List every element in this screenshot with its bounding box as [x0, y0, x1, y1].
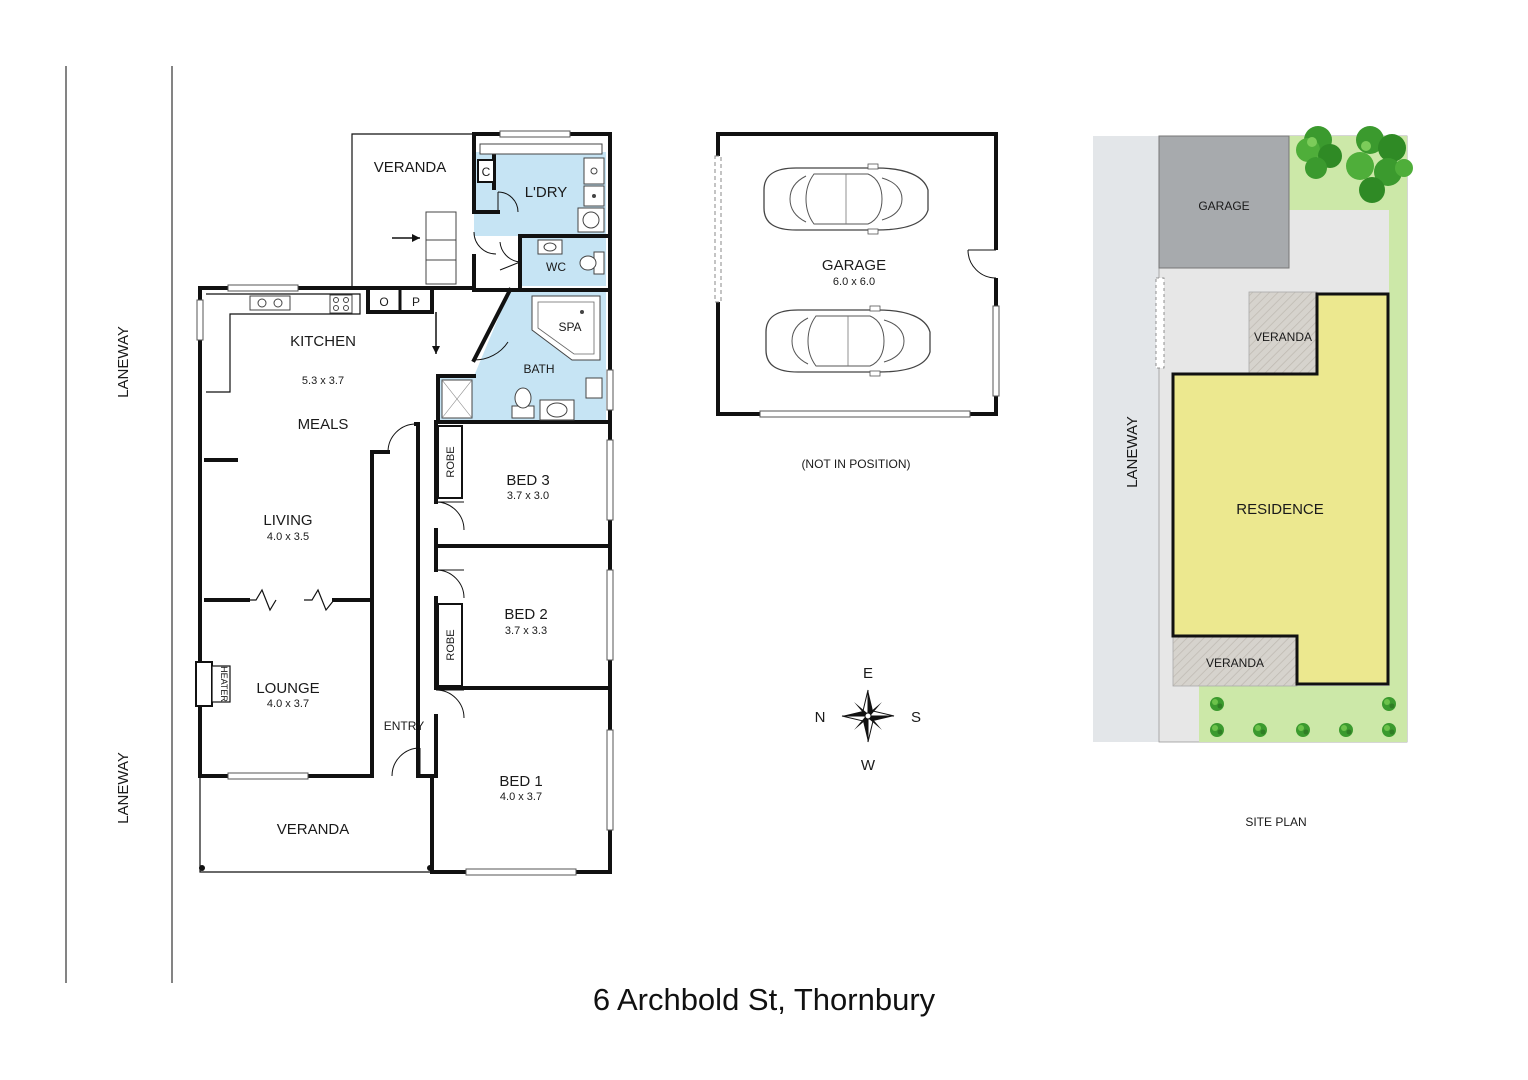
bed1-dimensions: 4.0 x 3.7 — [500, 791, 542, 803]
garage-label: GARAGE — [822, 257, 886, 274]
laneway-label: LANEWAY — [115, 752, 132, 824]
living-dimensions: 4.0 x 3.5 — [267, 531, 309, 543]
compass-east: E — [863, 665, 873, 682]
lounge-label: LOUNGE — [256, 680, 319, 697]
site-veranda-top-label: VERANDA — [1254, 330, 1312, 344]
site-laneway-label: LANEWAY — [1124, 416, 1141, 488]
shrub-icon — [1253, 723, 1267, 737]
robe-label: ROBE — [445, 446, 457, 477]
site-garage-label: GARAGE — [1198, 199, 1249, 213]
spa-label: SPA — [558, 320, 581, 334]
compass: E W N S — [815, 665, 921, 774]
wc-label: WC — [546, 260, 566, 274]
robe-label: ROBE — [445, 629, 457, 660]
shrub-icon — [1382, 697, 1396, 711]
shrub-icon — [1339, 723, 1353, 737]
veranda-top-label: VERANDA — [374, 159, 447, 176]
bed3-label: BED 3 — [506, 472, 549, 489]
pantry-o-label: O — [379, 295, 388, 309]
site-plan-label: SITE PLAN — [1245, 815, 1306, 829]
site-residence — [1171, 292, 1390, 686]
shrub-icon — [1382, 723, 1396, 737]
site-garage — [1158, 135, 1290, 269]
compass-west: W — [861, 757, 876, 774]
garage-plan: GARAGE 6.0 x 6.0 (NOT IN POSITION) — [714, 132, 1000, 471]
page-title: 6 Archbold St, Thornbury — [593, 982, 936, 1017]
shrub-icon — [1210, 697, 1224, 711]
living-label: LIVING — [263, 512, 312, 529]
compass-rose-icon — [841, 689, 895, 743]
shrub-icon — [1296, 723, 1310, 737]
floor-plan: VERANDA L'DRY C WC O P KITCHEN 5.3 x 3.7… — [195, 130, 614, 876]
cupboard-label: C — [482, 165, 491, 179]
meals-label: MEALS — [298, 416, 349, 433]
entry-label: ENTRY — [384, 719, 424, 733]
bath-label: BATH — [523, 362, 554, 376]
garage-dimensions: 6.0 x 6.0 — [833, 276, 875, 288]
pantry-p-label: P — [412, 295, 420, 309]
laneway-label: LANEWAY — [115, 326, 132, 398]
heater-label: HEATER — [219, 666, 229, 702]
veranda-bottom-label: VERANDA — [277, 821, 350, 838]
kitchen-label: KITCHEN — [290, 333, 356, 350]
site-veranda-bottom — [1172, 635, 1298, 687]
site-laneway — [1093, 136, 1159, 742]
tree-icon — [1296, 126, 1342, 179]
car-icon — [763, 163, 929, 235]
kitchen-dimensions: 5.3 x 3.7 — [302, 375, 344, 387]
shrub-icon — [1210, 723, 1224, 737]
tree-icon — [1346, 126, 1413, 203]
site-residence-label: RESIDENCE — [1236, 501, 1324, 518]
compass-south: S — [911, 709, 921, 726]
bed3-dimensions: 3.7 x 3.0 — [507, 490, 549, 502]
lounge-dimensions: 4.0 x 3.7 — [267, 698, 309, 710]
bed1-label: BED 1 — [499, 773, 542, 790]
compass-north: N — [815, 709, 826, 726]
laundry-label: L'DRY — [525, 184, 568, 201]
site-veranda-top — [1248, 291, 1318, 375]
bed2-dimensions: 3.7 x 3.3 — [505, 625, 547, 637]
site-lawn-side — [1389, 210, 1407, 742]
site-plan: GARAGE VERANDA RESIDENCE VERANDA LANEWAY… — [1093, 126, 1413, 829]
not-in-position-note: (NOT IN POSITION) — [801, 457, 910, 471]
car-icon — [765, 305, 931, 377]
bed2-label: BED 2 — [504, 606, 547, 623]
site-veranda-bottom-label: VERANDA — [1206, 656, 1264, 670]
